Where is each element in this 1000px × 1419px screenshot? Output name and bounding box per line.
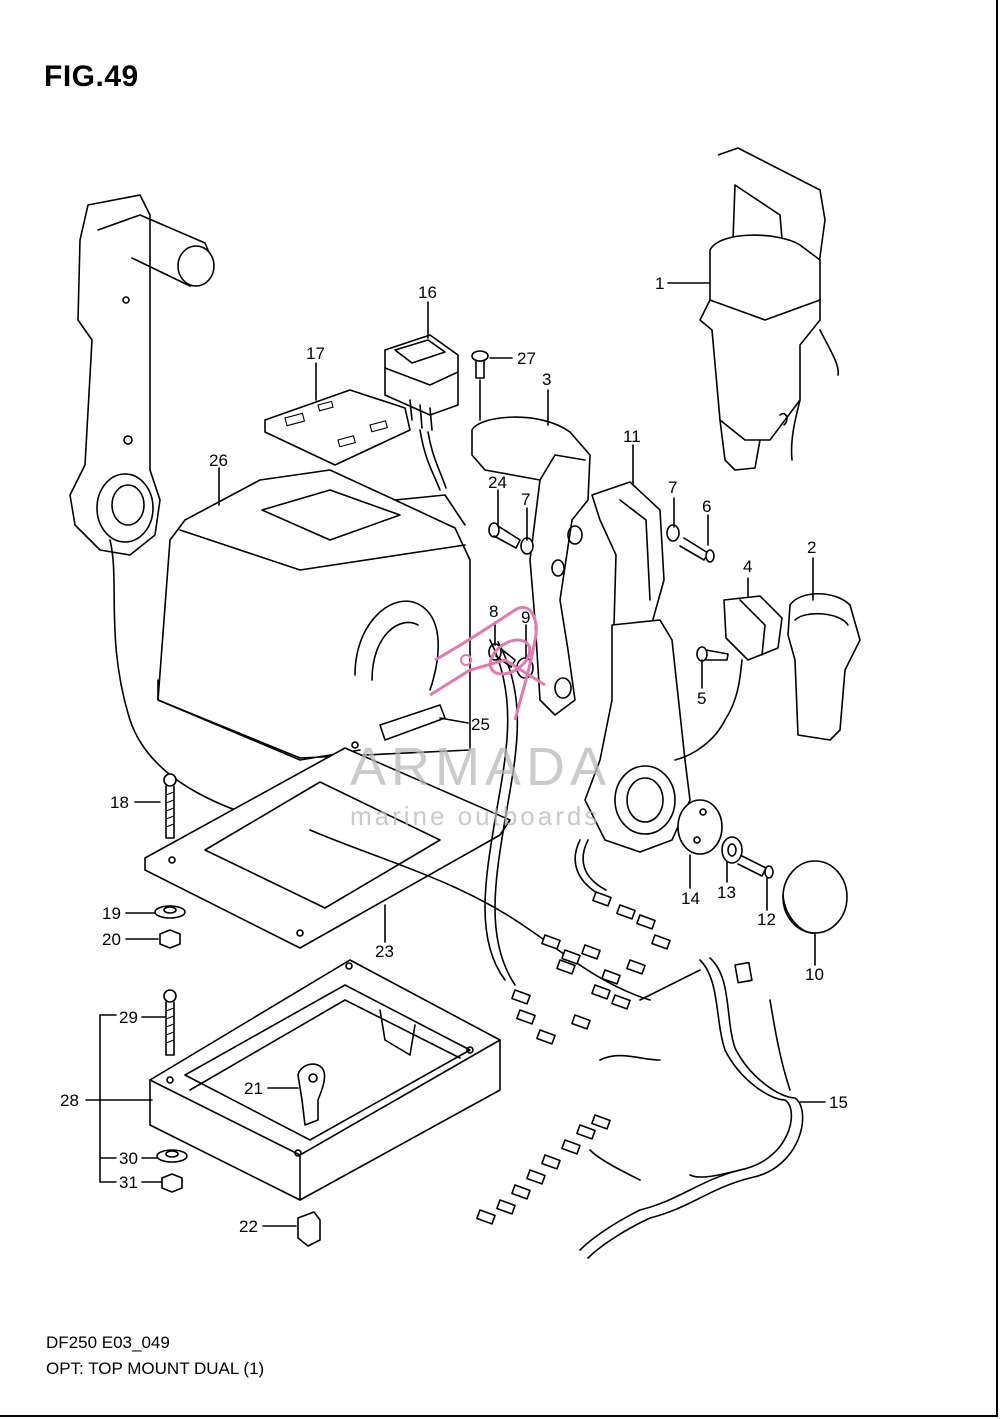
part-16-switch — [384, 334, 459, 491]
callout-12: 12 — [757, 910, 776, 929]
watermark-tagline: marine outboards — [350, 801, 600, 831]
connector-plugs — [476, 891, 753, 1225]
part-29-screw — [163, 989, 177, 1056]
part-18-screw — [163, 773, 177, 839]
callout-labels: 1 2 3 4 5 6 7 7 8 9 10 11 12 13 14 15 16… — [60, 274, 848, 1236]
part-24-bolt — [488, 522, 521, 549]
callout-24: 24 — [488, 473, 507, 492]
part-3-arm — [471, 416, 591, 716]
part-17-plate — [264, 389, 411, 466]
armada-logo-icon — [429, 606, 546, 721]
figure-title: FIG.49 — [44, 60, 139, 93]
part-1-remote — [699, 147, 840, 471]
callout-21: 21 — [244, 1079, 263, 1098]
part-5-screw — [696, 646, 729, 662]
callout-31: 31 — [119, 1173, 138, 1192]
part-23-gasket — [144, 741, 511, 949]
callout-7a: 7 — [521, 490, 530, 509]
callout-11: 11 — [623, 427, 641, 446]
part-27-screw — [471, 350, 489, 379]
right-lever-arm — [584, 619, 691, 853]
part-2-handle — [787, 593, 861, 741]
callout-7b: 7 — [668, 478, 677, 497]
callout-26: 26 — [209, 451, 228, 470]
callout-28: 28 — [60, 1091, 79, 1110]
part-20-nut — [159, 929, 181, 949]
part-19-washer — [154, 905, 186, 919]
part-13-washer — [721, 836, 743, 864]
part-7b-washer — [666, 524, 680, 542]
diagram-code: DF250 E03_049 — [46, 1333, 170, 1352]
callout-9: 9 — [521, 608, 530, 627]
callout-19: 19 — [102, 904, 121, 923]
callout-18: 18 — [110, 793, 129, 812]
callout-1: 1 — [655, 274, 664, 293]
callout-6: 6 — [702, 497, 711, 516]
part-11-bracket — [591, 481, 665, 636]
part-30-washer — [156, 1149, 188, 1163]
callout-17: 17 — [306, 344, 325, 363]
callout-27: 27 — [517, 349, 536, 368]
callout-23: 23 — [375, 942, 394, 961]
part-14-plate — [677, 799, 723, 855]
part-6-screw — [679, 537, 715, 563]
part-22-clip — [297, 1211, 321, 1247]
callout-13: 13 — [717, 883, 736, 902]
part-12-screw — [737, 855, 774, 879]
part-21-clip — [297, 1063, 326, 1126]
part-10-cap — [782, 860, 848, 934]
callout-22: 22 — [239, 1217, 258, 1236]
callout-20: 20 — [102, 930, 121, 949]
callout-29: 29 — [119, 1008, 138, 1027]
callout-4: 4 — [743, 557, 752, 576]
callout-2: 2 — [807, 538, 816, 557]
watermark-brand: ARMADA — [350, 737, 611, 797]
callout-30: 30 — [119, 1149, 138, 1168]
part-31-nut — [161, 1173, 183, 1193]
callout-5: 5 — [697, 689, 706, 708]
callout-14: 14 — [681, 889, 700, 908]
cable-harness — [309, 639, 804, 1259]
callout-16: 16 — [418, 283, 437, 302]
callout-3: 3 — [542, 370, 551, 389]
callout-25: 25 — [471, 715, 490, 734]
diagram-description: OPT: TOP MOUNT DUAL (1) — [46, 1359, 265, 1378]
leader-lines — [85, 282, 826, 1227]
callout-10: 10 — [805, 965, 824, 984]
callout-15: 15 — [829, 1093, 848, 1112]
left-lever-arm — [69, 194, 301, 831]
part-4-switch — [674, 595, 783, 761]
callout-8: 8 — [489, 602, 498, 621]
part-26-cover — [157, 469, 471, 761]
